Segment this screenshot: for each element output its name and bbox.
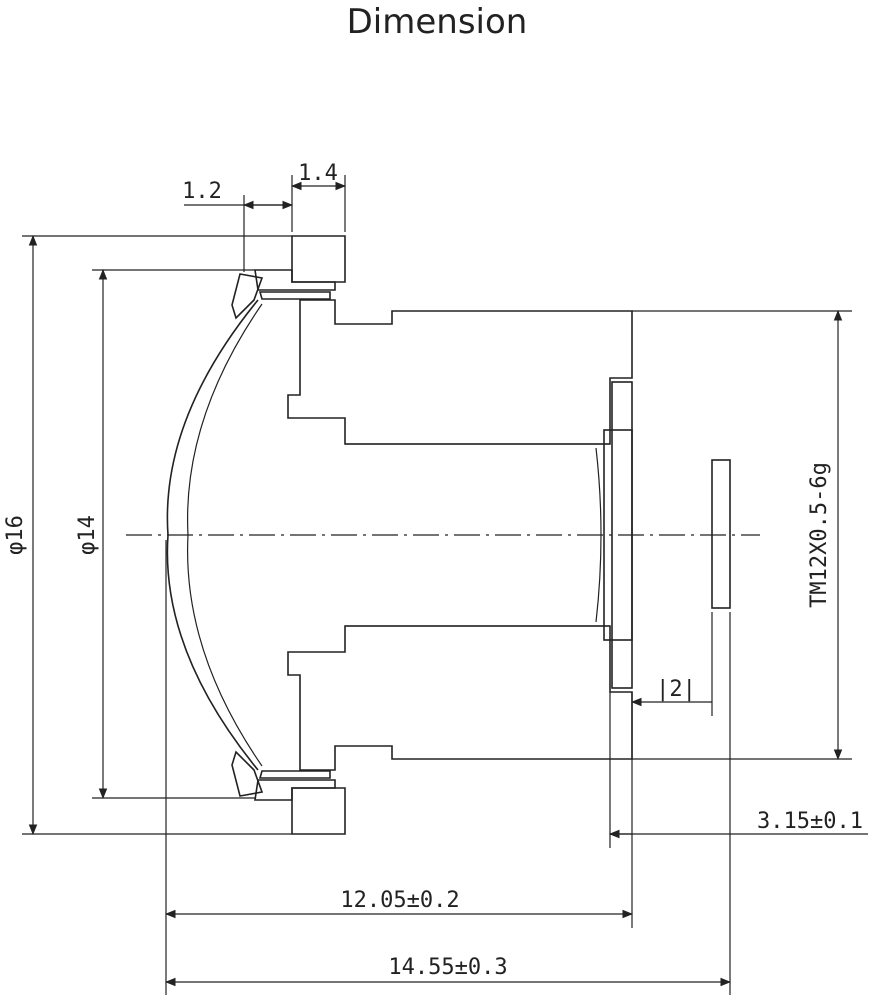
dim-sensor-gap: |2| [656,677,696,702]
rear-lens-element [603,429,633,641]
front-dome-lens [166,299,259,771]
dim-lip-width: 1.2 [182,179,222,204]
lower-barrel [287,625,633,771]
top-flange [231,235,346,320]
dim-outer-diameter: φ16 [3,515,28,555]
dim-back-focal: 3.15±0.1 [757,809,863,834]
dim-inner-diameter: φ14 [75,515,100,555]
upper-barrel [287,299,633,445]
dim-length-total: 14.55±0.3 [388,955,507,980]
sensor [711,459,731,609]
page-title: Dimension [346,2,528,42]
dim-thread: TM12X0.5-6g [807,462,832,608]
bottom-flange [231,750,346,835]
dim-flange-width: 1.4 [298,161,338,186]
dim-length-body: 12.05±0.2 [340,888,459,913]
